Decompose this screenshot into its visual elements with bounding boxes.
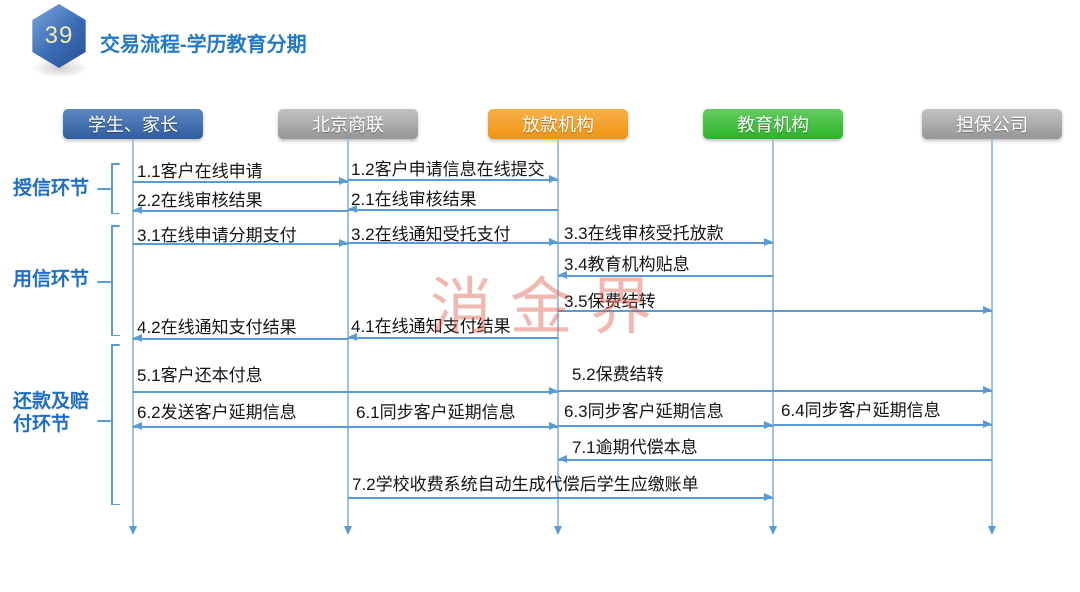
arrowhead-right bbox=[764, 238, 773, 247]
arrowhead-left bbox=[133, 422, 142, 431]
arrowhead-left bbox=[133, 206, 142, 215]
message-label: 3.2在线通知受托支付 bbox=[351, 225, 511, 244]
bracket-tick-top-repayment-compensation bbox=[111, 344, 120, 346]
message-label: 5.2保费结转 bbox=[572, 365, 664, 384]
message-label: 6.4同步客户延期信息 bbox=[781, 401, 941, 420]
arrowhead-left bbox=[348, 333, 357, 342]
arrowhead-left bbox=[348, 205, 357, 214]
arrowhead-right bbox=[983, 420, 992, 429]
arrowhead-right bbox=[549, 238, 558, 247]
phase-label-credit-using: 用信环节 bbox=[13, 269, 90, 290]
actor-guarantee-company: 担保公司 bbox=[922, 109, 1062, 139]
arrowhead-right bbox=[983, 386, 992, 395]
lifeline-students-parents bbox=[132, 139, 134, 526]
actor-beijing-shanglian: 北京商联 bbox=[278, 109, 418, 139]
page-title: 交易流程-学历教育分期 bbox=[100, 34, 307, 56]
page-number-badge: 39 bbox=[32, 4, 86, 68]
lifeline-lending-institution bbox=[557, 139, 559, 526]
bracket-line-credit-using bbox=[111, 225, 113, 336]
message-label: 6.1同步客户延期信息 bbox=[356, 403, 516, 422]
bracket-line-repayment-compensation bbox=[111, 344, 113, 505]
message-arrow-line bbox=[133, 391, 558, 393]
lifeline-arrow-education-institution bbox=[768, 526, 777, 535]
message-label: 1.1客户在线申请 bbox=[137, 162, 263, 181]
message-arrow-line bbox=[348, 242, 558, 244]
message-label: 3.3在线审核受托放款 bbox=[564, 224, 724, 243]
arrowhead-right bbox=[983, 306, 992, 315]
message-arrow-line bbox=[133, 210, 348, 212]
message-arrow-line bbox=[133, 181, 348, 183]
arrowhead-right bbox=[339, 177, 348, 186]
bracket-tick-bottom-repayment-compensation bbox=[111, 503, 120, 505]
arrowhead-right bbox=[549, 387, 558, 396]
message-label: 2.1在线审核结果 bbox=[351, 190, 477, 209]
message-label: 6.3同步客户延期信息 bbox=[564, 402, 724, 421]
bracket-tick-top-credit-granting bbox=[111, 163, 120, 165]
message-arrow-line bbox=[133, 426, 348, 428]
message-label: 3.1在线申请分期支付 bbox=[137, 226, 297, 245]
lifeline-arrow-guarantee-company bbox=[987, 526, 996, 535]
message-label: 7.1逾期代偿本息 bbox=[572, 438, 698, 457]
message-arrow-line bbox=[348, 497, 773, 499]
lifeline-arrow-beijing-shanglian bbox=[343, 526, 352, 535]
arrowhead-left bbox=[558, 455, 567, 464]
message-arrow-line bbox=[558, 459, 992, 461]
message-label: 3.4教育机构贴息 bbox=[564, 255, 690, 274]
message-arrow-line bbox=[773, 424, 992, 426]
lifeline-beijing-shanglian bbox=[347, 139, 349, 526]
message-arrow-line bbox=[133, 243, 348, 245]
arrowhead-left bbox=[558, 271, 567, 280]
bracket-tick-top-credit-using bbox=[111, 225, 120, 227]
page-number: 39 bbox=[44, 22, 74, 49]
message-arrow-line bbox=[558, 425, 773, 427]
arrowhead-right bbox=[549, 175, 558, 184]
arrowhead-right bbox=[549, 422, 558, 431]
message-arrow-line bbox=[133, 338, 348, 340]
bracket-tick-bottom-credit-granting bbox=[111, 212, 120, 214]
arrowhead-right bbox=[764, 421, 773, 430]
message-label: 2.2在线审核结果 bbox=[137, 191, 263, 210]
message-label: 4.1在线通知支付结果 bbox=[351, 317, 511, 336]
arrowhead-right bbox=[339, 239, 348, 248]
arrowhead-right bbox=[764, 493, 773, 502]
phase-label-repayment-compensation: 还款及赔付环节 bbox=[13, 391, 90, 435]
message-arrow-line bbox=[348, 337, 558, 339]
message-label: 5.1客户还本付息 bbox=[137, 366, 263, 385]
bracket-tick-bottom-credit-using bbox=[111, 334, 120, 336]
message-label: 7.2学校收费系统自动生成代偿后学生应缴账单 bbox=[352, 475, 699, 494]
bracket-tick-mid-credit-using bbox=[97, 281, 111, 283]
lifeline-education-institution bbox=[772, 139, 774, 526]
message-label: 4.2在线通知支付结果 bbox=[137, 318, 297, 337]
bracket-line-credit-granting bbox=[111, 163, 113, 214]
message-arrow-line bbox=[558, 242, 773, 244]
badge-shadow bbox=[32, 58, 88, 78]
message-arrow-line bbox=[348, 179, 558, 181]
lifeline-arrow-students-parents bbox=[128, 526, 137, 535]
actor-lending-institution: 放款机构 bbox=[488, 109, 628, 139]
message-arrow-line bbox=[348, 209, 558, 211]
message-arrow-line bbox=[348, 426, 558, 428]
arrowhead-left bbox=[133, 334, 142, 343]
message-arrow-line bbox=[558, 310, 992, 312]
message-label: 1.2客户申请信息在线提交 bbox=[351, 160, 545, 179]
actor-education-institution: 教育机构 bbox=[703, 109, 843, 139]
message-label: 6.2发送客户延期信息 bbox=[137, 403, 297, 422]
bracket-tick-mid-credit-granting bbox=[97, 188, 111, 190]
lifeline-guarantee-company bbox=[991, 139, 993, 526]
bracket-tick-mid-repayment-compensation bbox=[97, 420, 111, 422]
lifeline-arrow-lending-institution bbox=[553, 526, 562, 535]
message-arrow-line bbox=[558, 390, 992, 392]
phase-label-credit-granting: 授信环节 bbox=[13, 178, 90, 199]
message-arrow-line bbox=[558, 275, 773, 277]
message-label: 3.5保费结转 bbox=[564, 292, 656, 311]
actor-students-parents: 学生、家长 bbox=[63, 109, 203, 139]
